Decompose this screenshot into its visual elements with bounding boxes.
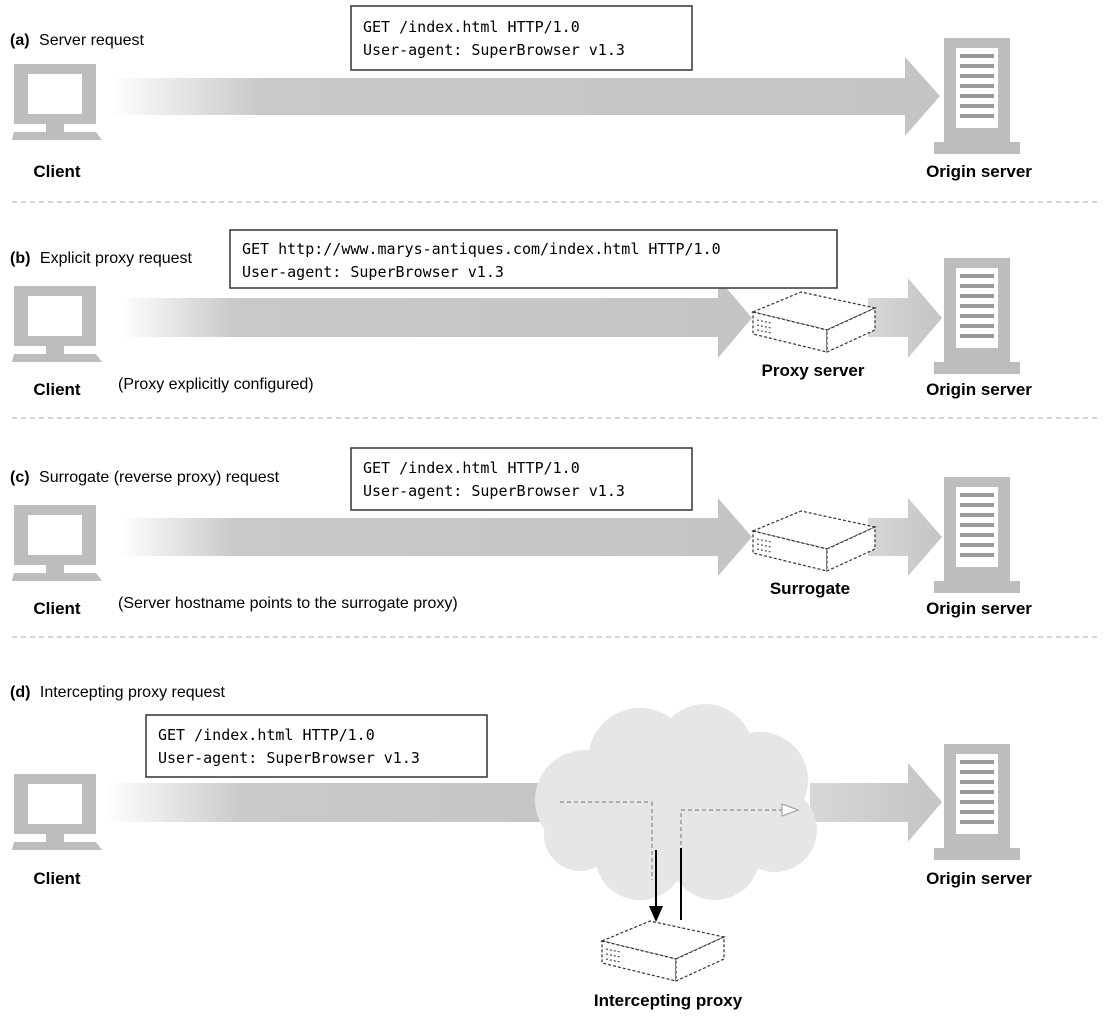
- intercepting-proxy-label: Intercepting proxy: [594, 991, 743, 1010]
- client-computer-icon: [12, 286, 102, 362]
- svg-text:(c) Surrogate (reverse p: (c) Surrogate (reverse proxy) request: [10, 469, 280, 486]
- request-message-box: GET http://www.marys-antiques.com/index.…: [229, 229, 838, 289]
- request-line-2: User-agent: SuperBrowser v1.3: [242, 263, 504, 281]
- panel-a: (a) Server request GET /index.html HTTP/…: [10, 5, 1032, 181]
- panel-caption: Server request: [39, 32, 144, 49]
- client-label: Client: [33, 380, 81, 399]
- client-label: Client: [33, 599, 81, 618]
- origin-server-label: Origin server: [926, 162, 1032, 181]
- request-arrow-to-proxy: [120, 278, 752, 358]
- request-line-2: User-agent: SuperBrowser v1.3: [363, 41, 625, 59]
- proxy-server-icon: [752, 291, 876, 353]
- client-label: Client: [33, 162, 81, 181]
- origin-server-icon: [934, 38, 1020, 154]
- surrogate-label: Surrogate: [770, 579, 850, 598]
- client-computer-icon: [12, 774, 102, 850]
- surrogate-proxy-icon: [752, 510, 876, 572]
- request-message-box: GET /index.html HTTP/1.0 User-agent: Sup…: [145, 714, 488, 778]
- origin-server-icon: [934, 477, 1020, 593]
- origin-server-icon: [934, 744, 1020, 860]
- surrogate-note: (Server hostname points to the surrogate…: [118, 595, 458, 612]
- proxy-server-label: Proxy server: [761, 361, 864, 380]
- origin-server-label: Origin server: [926, 380, 1032, 399]
- intercepting-proxy-icon: [601, 920, 725, 982]
- interception-arrows: [649, 848, 682, 922]
- svg-text:(d) Intercepting proxy r: (d) Intercepting proxy request: [10, 684, 225, 701]
- request-arrow-to-cloud: [105, 783, 590, 822]
- origin-server-label: Origin server: [926, 599, 1032, 618]
- panel-caption: Intercepting proxy request: [40, 684, 226, 701]
- interception-paths: [560, 801, 800, 880]
- request-arrow-to-origin: [868, 278, 942, 358]
- request-line-1: GET /index.html HTTP/1.0: [158, 726, 375, 744]
- panel-label: (d): [10, 684, 30, 701]
- panel-label: (c): [10, 469, 30, 486]
- svg-text:(a) Server request: (a) Server request: [10, 32, 145, 49]
- origin-server-label: Origin server: [926, 869, 1032, 888]
- panel-d: (d) Intercepting proxy request: [10, 684, 1032, 1010]
- request-line-2: User-agent: SuperBrowser v1.3: [158, 749, 420, 767]
- panel-label: (b): [10, 250, 30, 267]
- client-computer-icon: [12, 505, 102, 581]
- panel-caption: Surrogate (reverse proxy) request: [39, 469, 280, 486]
- request-message-box: GET /index.html HTTP/1.0 User-agent: Sup…: [350, 5, 693, 71]
- panel-caption: Explicit proxy request: [40, 250, 193, 267]
- configuration-note: (Proxy explicitly configured): [118, 376, 314, 393]
- origin-server-icon: [934, 258, 1020, 374]
- client-computer-icon: [12, 64, 102, 140]
- panel-b: (b) Explicit proxy request GET http://ww…: [10, 229, 1032, 399]
- request-arrow-to-origin: [868, 498, 942, 576]
- panel-c: (c) Surrogate (reverse proxy) request GE…: [10, 447, 1032, 618]
- request-line-1: GET /index.html HTTP/1.0: [363, 459, 580, 477]
- panel-label: (a): [10, 32, 30, 49]
- request-arrow-to-surrogate: [120, 498, 752, 576]
- request-line-1: GET http://www.marys-antiques.com/index.…: [242, 240, 721, 258]
- network-cloud: [535, 704, 817, 900]
- client-label: Client: [33, 869, 81, 888]
- request-message-box: GET /index.html HTTP/1.0 User-agent: Sup…: [350, 447, 693, 511]
- svg-text:(b) Explicit proxy reque: (b) Explicit proxy request: [10, 250, 193, 267]
- request-line-2: User-agent: SuperBrowser v1.3: [363, 482, 625, 500]
- request-arrow: [110, 57, 940, 136]
- request-arrow-to-origin: [810, 763, 942, 842]
- request-line-1: GET /index.html HTTP/1.0: [363, 18, 580, 36]
